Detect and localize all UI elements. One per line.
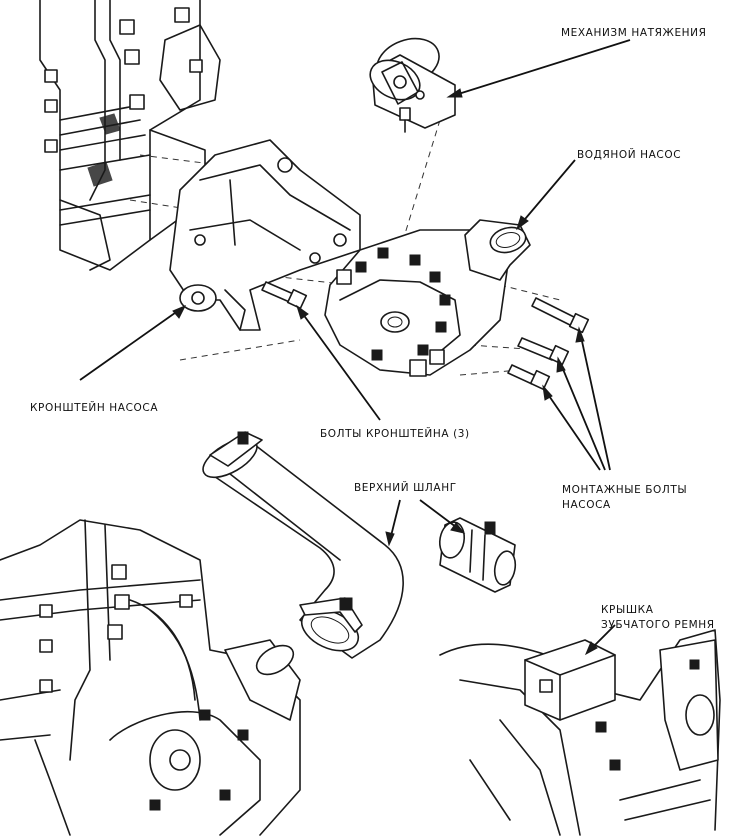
timing-belt-cover bbox=[439, 629, 721, 836]
upper-engine-block bbox=[39, 0, 221, 271]
label-tensioner: МЕХАНИЗМ НАТЯЖЕНИЯ bbox=[561, 27, 707, 39]
pump-bracket bbox=[169, 139, 361, 331]
lower-fitting-hex-nuts bbox=[39, 564, 249, 811]
label-belt-cover-line1: КРЫШКА bbox=[601, 604, 654, 616]
leader-lines bbox=[79, 39, 631, 656]
label-pump-bracket: КРОНШТЕЙН НАСОСА bbox=[30, 401, 158, 414]
label-mounting-bolts-line2: НАСОСА bbox=[562, 499, 611, 511]
label-upper-hose: ВЕРХНИЙ ШЛАНГ bbox=[354, 481, 457, 494]
tensioner-assembly bbox=[369, 37, 456, 133]
upper-hose bbox=[202, 431, 404, 659]
hose-connector bbox=[438, 517, 517, 593]
water-pump bbox=[324, 219, 531, 377]
label-bracket-bolts: БОЛТЫ КРОНШТЕЙНА (3) bbox=[320, 427, 470, 440]
label-belt-cover-line2: ЗУБЧАТОГО РЕМНЯ bbox=[601, 619, 715, 631]
bracket-bolt bbox=[261, 281, 308, 310]
label-mounting-bolts-line1: МОНТАЖНЫЕ БОЛТЫ bbox=[562, 484, 687, 496]
lower-engine-block bbox=[0, 519, 301, 836]
pump-mounting-bolts bbox=[507, 297, 590, 391]
label-water-pump: ВОДЯНОЙ НАСОС bbox=[577, 148, 681, 161]
fitting-hex-nuts bbox=[44, 7, 203, 153]
